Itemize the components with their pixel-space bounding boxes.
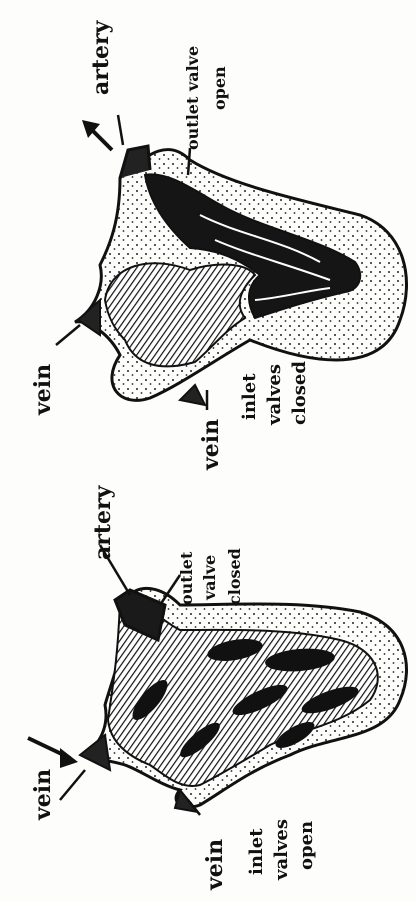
top-vein-left-label: vein [30, 364, 56, 416]
bottom-outlet-state-label: closed [225, 548, 244, 605]
top-valves-label: valves [264, 364, 285, 426]
bottom-outlet-label: outlet [177, 551, 196, 605]
bottom-artery-label: artery [90, 484, 116, 560]
top-vein-top [78, 300, 100, 335]
bottom-vein-top [80, 735, 110, 770]
top-outlet-valve-label: outlet valve [183, 46, 202, 150]
bottom-heart-diagram: artery outlet valve closed vein vein inl… [28, 484, 407, 891]
top-inlet-label: inlet [239, 373, 260, 420]
top-heart-diagram: artery outlet valve open vein vein inlet… [30, 19, 407, 471]
bottom-valves-label: valves [271, 819, 292, 881]
top-vein-bottom-label: vein [198, 419, 224, 471]
bottom-valve-label: valve [200, 555, 219, 601]
top-vein-bottom [180, 385, 205, 405]
bottom-inlet-label: inlet [246, 828, 267, 875]
bottom-inlet-state-label: open [296, 821, 317, 870]
bottom-vein-left-label: vein [30, 769, 56, 821]
bottom-flow-arrow-icon [28, 738, 78, 768]
top-inlet-state-label: closed [289, 361, 310, 425]
top-outlet-state-label: open [210, 66, 229, 110]
bottom-vein-bottom-label: vein [202, 839, 228, 891]
top-artery-label: artery [88, 19, 114, 95]
top-flow-arrow-icon [82, 120, 112, 150]
